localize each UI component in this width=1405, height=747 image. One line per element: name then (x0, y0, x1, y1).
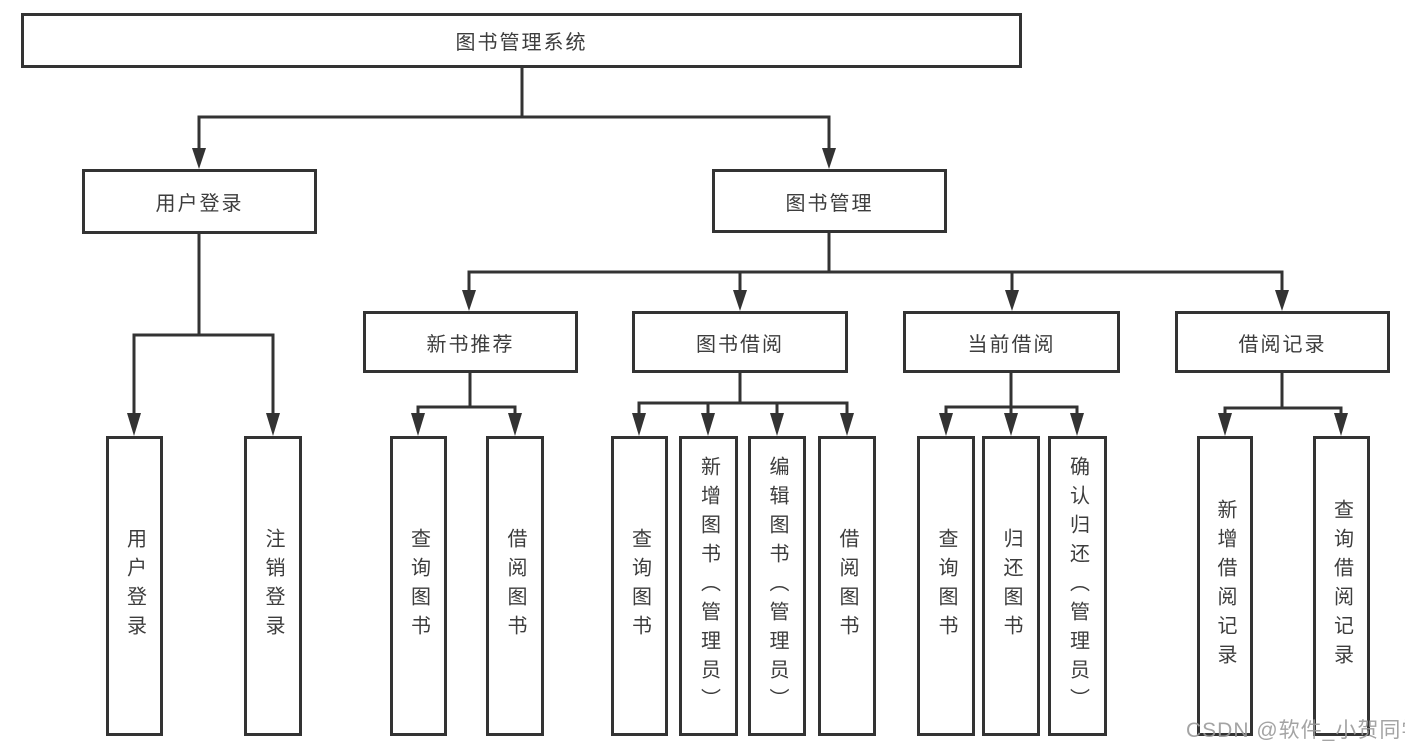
leaf-borrow-books-recommend: 借阅图书 (486, 436, 544, 736)
leaf-user-login: 用户登录 (106, 436, 163, 736)
node-label: 用户登录 (155, 193, 244, 215)
leaf-borrow-books: 借阅图书 (818, 436, 876, 736)
node-book-management: 图书管理 (712, 169, 947, 233)
node-label: 编辑图书（管理员） (766, 455, 788, 717)
node-label: 借阅记录 (1238, 333, 1327, 356)
node-label: 新书推荐 (426, 333, 515, 356)
watermark-text: CSDN @软件_小贺同学 (1186, 719, 1405, 742)
leaf-query-books-current: 查询图书 (917, 436, 975, 736)
node-label: 查询图书 (407, 528, 430, 644)
node-label: 图书管理系统 (455, 32, 588, 54)
leaf-logout: 注销登录 (244, 436, 302, 736)
leaf-query-books-recommend: 查询图书 (390, 436, 447, 736)
leaf-edit-books-admin: 编辑图书（管理员） (748, 436, 806, 736)
leaf-confirm-return-admin: 确认归还（管理员） (1048, 436, 1107, 736)
node-library-system: 图书管理系统 (21, 13, 1022, 68)
node-label: 注销登录 (262, 528, 284, 644)
node-label: 图书管理 (785, 192, 874, 215)
leaf-add-books-admin: 新增图书（管理员） (679, 436, 738, 736)
node-book-borrowing: 图书借阅 (632, 311, 848, 373)
node-label: 当前借阅 (967, 333, 1056, 356)
leaf-query-borrow-record: 查询借阅记录 (1313, 436, 1370, 736)
node-new-book-recommendation: 新书推荐 (363, 311, 578, 373)
arrowheads (127, 148, 1348, 436)
node-label: 图书借阅 (696, 333, 784, 356)
node-label: 借阅图书 (504, 528, 526, 644)
leaf-return-books: 归还图书 (982, 436, 1040, 736)
node-label: 新增借阅记录 (1214, 499, 1236, 673)
node-label: 查询借阅记录 (1330, 499, 1353, 673)
node-user-login: 用户登录 (82, 169, 317, 234)
node-current-borrowing: 当前借阅 (903, 311, 1120, 373)
node-label: 用户登录 (123, 528, 146, 644)
node-borrowing-records: 借阅记录 (1175, 311, 1390, 373)
node-label: 借阅图书 (836, 528, 858, 644)
leaf-add-borrow-record: 新增借阅记录 (1197, 436, 1253, 736)
node-label: 查询图书 (935, 528, 957, 644)
leaf-query-books-borrow: 查询图书 (611, 436, 668, 736)
node-label: 查询图书 (628, 528, 651, 644)
node-label: 新增图书（管理员） (697, 455, 720, 717)
node-label: 归还图书 (1000, 528, 1022, 644)
node-label: 确认归还（管理员） (1066, 455, 1089, 717)
